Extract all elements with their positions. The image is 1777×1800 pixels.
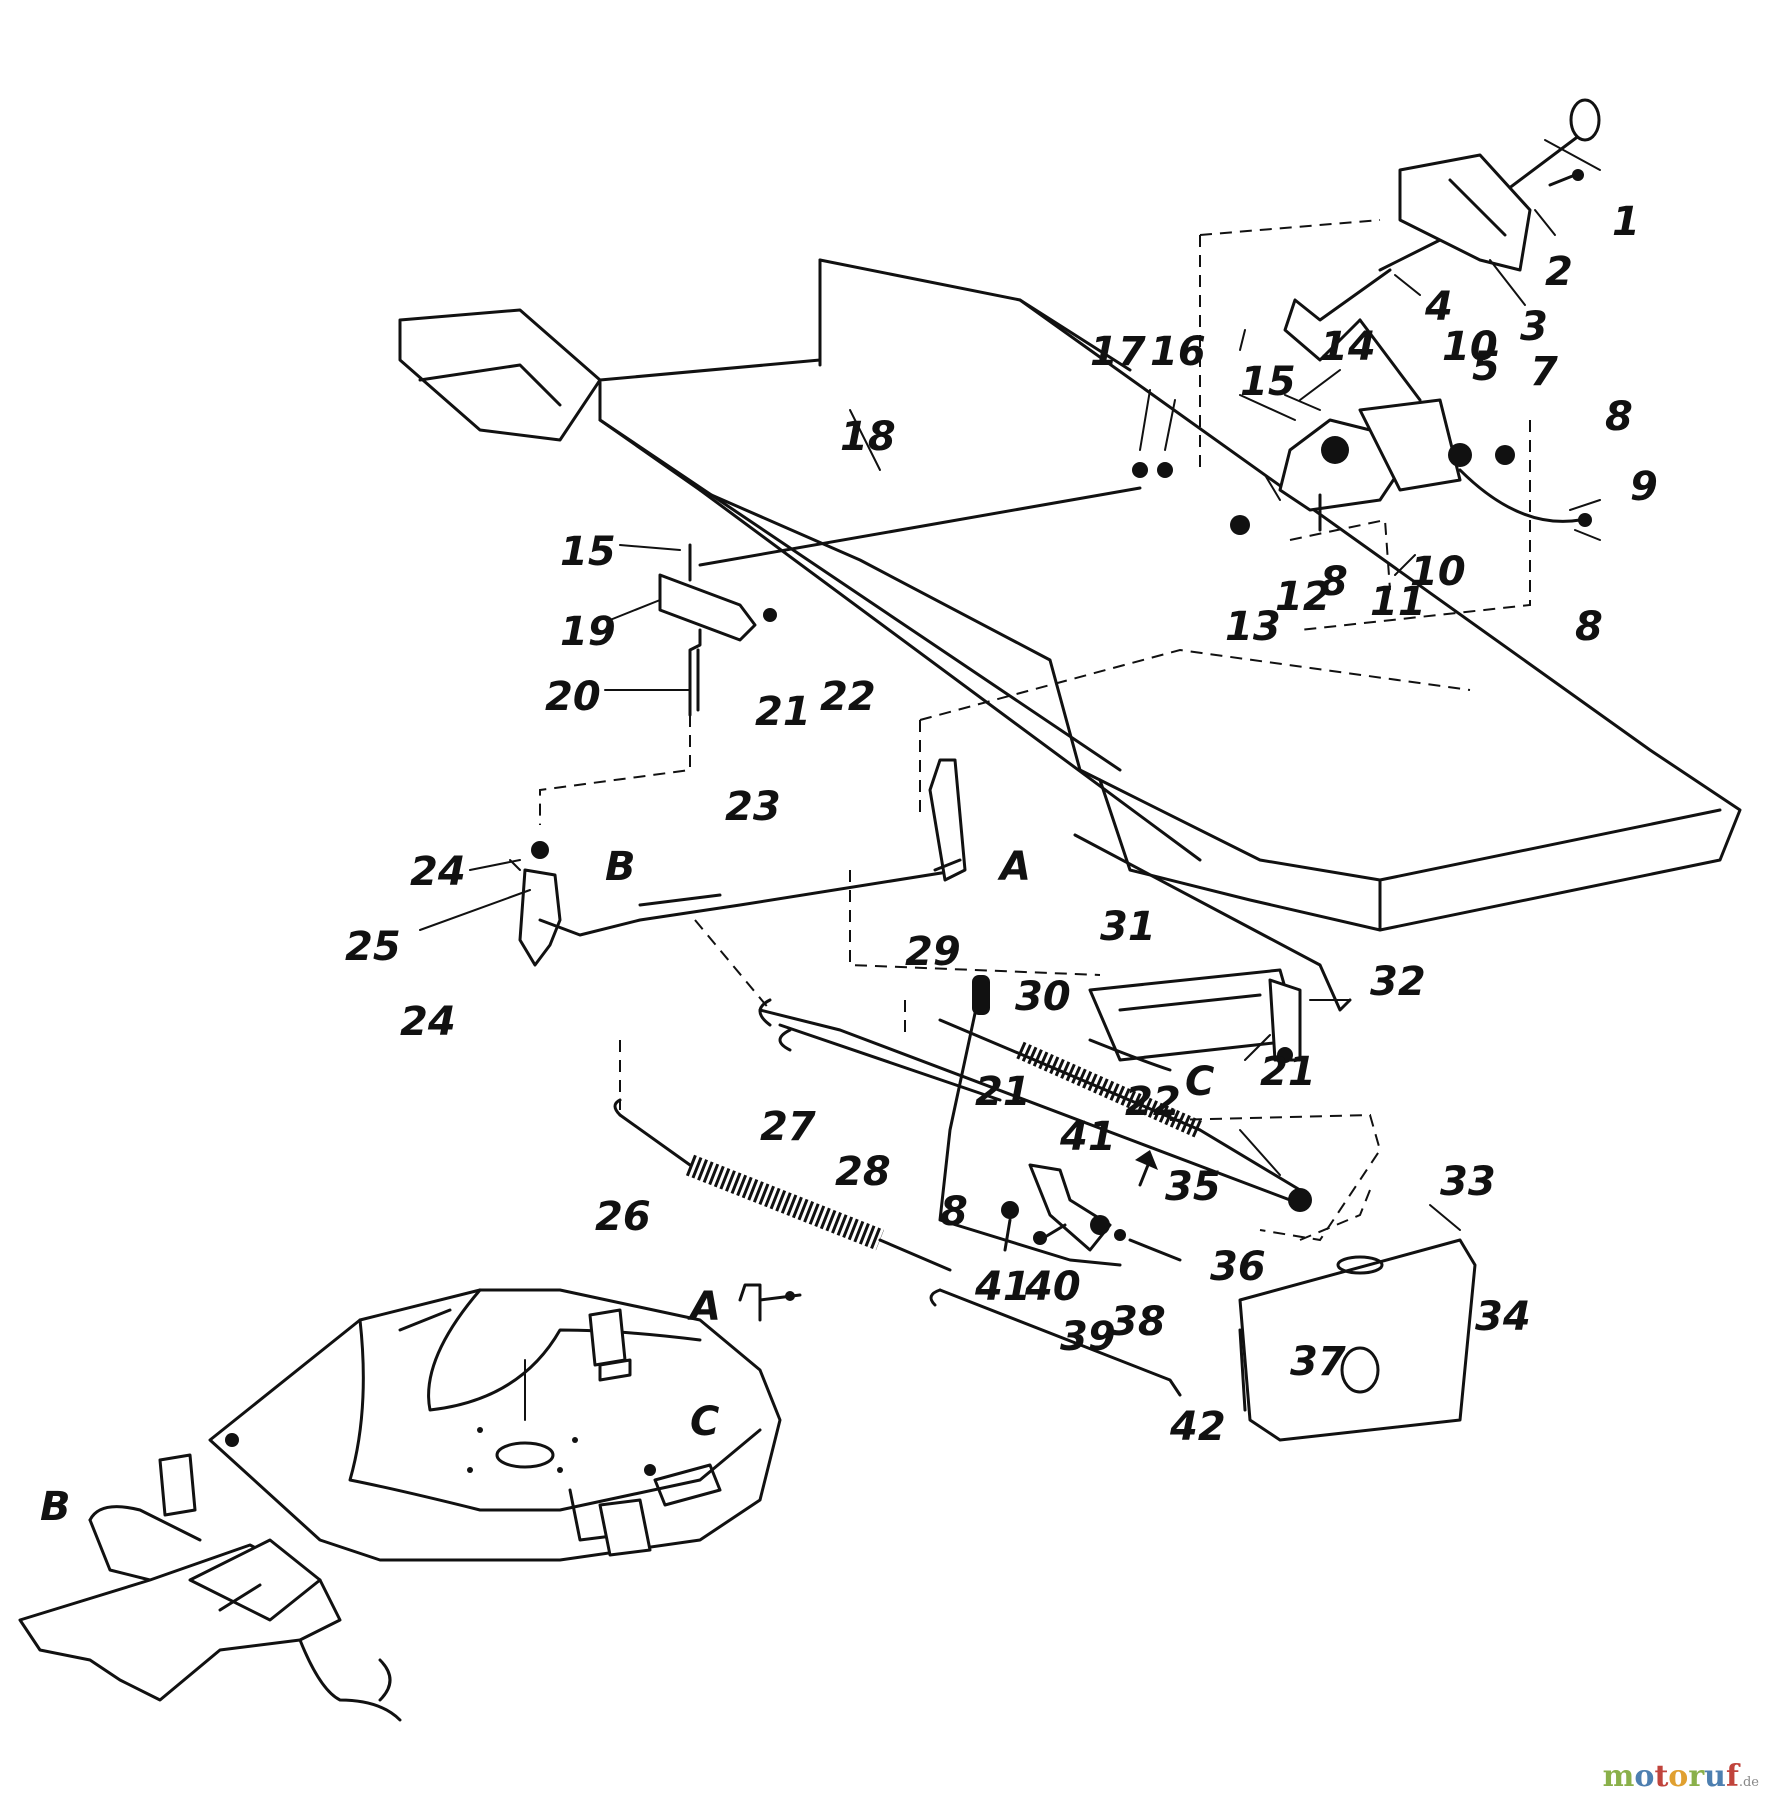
watermark-char: t: [1654, 1759, 1669, 1794]
callout-7: 7: [1530, 349, 1558, 395]
callout-40: 40: [1024, 1264, 1081, 1310]
leader-dashes: [619, 1000, 906, 1110]
callout-22b: 22: [1125, 1079, 1181, 1125]
callout-11: 11: [1370, 579, 1426, 625]
letter-A-top: A: [997, 844, 1031, 890]
callout-36: 36: [1210, 1244, 1266, 1290]
watermark-char: o: [1668, 1759, 1689, 1794]
watermark-char: f: [1725, 1759, 1739, 1794]
small-hardware: [1001, 1113, 1382, 1262]
callout-28: 28: [835, 1149, 891, 1195]
lift-rod-assembly: [539, 462, 1173, 825]
letter-C-deck: C: [690, 1399, 719, 1445]
watermark-char: u: [1704, 1759, 1726, 1794]
letter-C-top: C: [1185, 1059, 1214, 1105]
callout-26: 26: [595, 1194, 651, 1240]
leader-lines: [419, 139, 1601, 1231]
watermark-suffix: .de: [1738, 1775, 1759, 1790]
callout-42: 42: [1169, 1404, 1226, 1450]
watermark-char: r: [1688, 1759, 1705, 1794]
callout-16: 16: [1150, 329, 1206, 375]
bracket-31: [1088, 968, 1302, 1072]
callout-41a: 41: [974, 1264, 1031, 1310]
callout-38: 38: [1110, 1299, 1166, 1345]
callout-20: 20: [545, 674, 601, 720]
callout-8d: 8: [940, 1189, 968, 1235]
callout-31: 31: [1100, 904, 1156, 950]
callout-12: 12: [1275, 574, 1331, 620]
callout-4: 4: [1424, 284, 1453, 330]
watermark-char: o: [1634, 1759, 1655, 1794]
callout-1: 1: [1612, 199, 1640, 245]
spring-30: [938, 1018, 1302, 1192]
cross-rod: [1073, 833, 1352, 1012]
callout-21b: 21: [975, 1069, 1031, 1115]
callout-34: 34: [1475, 1294, 1531, 1340]
pin-symbol: [738, 1283, 802, 1322]
callout-13: 13: [1225, 604, 1281, 650]
callout-24b: 24: [400, 999, 456, 1045]
callout-21a: 21: [755, 689, 811, 735]
callout-labels: 1 2 3 4 10 5 7 8 9 8 10 11 12 8 13 14 15…: [345, 199, 1658, 1450]
callout-41b: 41: [1059, 1114, 1116, 1160]
callout-17: 17: [1090, 329, 1146, 375]
callout-9: 9: [1630, 464, 1658, 510]
rod-42: [929, 1288, 1182, 1397]
lift-lever-assembly: [1199, 98, 1601, 631]
rod-27: [758, 998, 1292, 1202]
callout-14: 14: [1320, 324, 1376, 370]
callout-21c: 21: [1260, 1049, 1316, 1095]
callout-29: 29: [905, 929, 961, 975]
lever-29: [938, 975, 1122, 1267]
callout-8c: 8: [1320, 559, 1348, 605]
mower-deck: [18, 1288, 782, 1722]
callout-30: 30: [1015, 974, 1071, 1020]
callout-18: 18: [840, 414, 896, 460]
connection-letters: A A B B C C: [40, 844, 1214, 1530]
callout-35: 35: [1165, 1164, 1221, 1210]
lift-arm-assembly: [518, 758, 1101, 1011]
callout-33: 33: [1440, 1159, 1496, 1205]
letter-B-deck: B: [40, 1484, 71, 1530]
callout-24a: 24: [410, 849, 466, 895]
callout-25: 25: [345, 924, 401, 970]
callout-39: 39: [1060, 1314, 1116, 1360]
watermark-char: m: [1602, 1759, 1635, 1794]
callout-10: 10: [1410, 549, 1466, 595]
callout-32: 32: [1370, 959, 1426, 1005]
callout-8a: 8: [1605, 394, 1633, 440]
callout-15b: 15: [560, 529, 616, 575]
callout-15a: 15: [1240, 359, 1296, 405]
spring-26: [613, 1098, 952, 1272]
callout-2: 2: [1545, 249, 1573, 295]
motoruf-watermark: motoruf.de: [1603, 1759, 1759, 1794]
callout-23: 23: [725, 784, 781, 830]
letter-B-top: B: [605, 844, 636, 890]
letter-A-deck: A: [687, 1284, 721, 1330]
callout-6: 5: [1472, 344, 1500, 390]
callout-27: 27: [760, 1104, 816, 1150]
callout-37: 37: [1290, 1339, 1346, 1385]
callout-3: 3: [1520, 304, 1548, 350]
frame-plate: [398, 258, 1742, 932]
callout-8b: 8: [1575, 604, 1603, 650]
pedal-bracket-34: [1238, 1189, 1477, 1442]
callout-19: 19: [560, 609, 616, 655]
callout-22a: 22: [820, 674, 876, 720]
callout-5: 10: [1442, 324, 1498, 370]
